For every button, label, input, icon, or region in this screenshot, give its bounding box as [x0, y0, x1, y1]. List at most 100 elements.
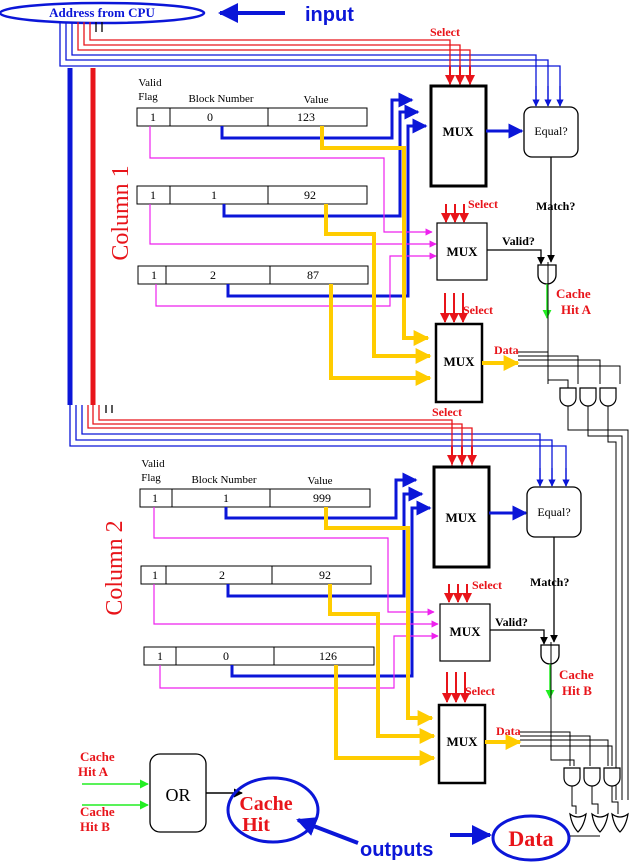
cache-hit-a-label-2: Hit A [561, 302, 592, 317]
valid-label-1: Valid? [502, 234, 535, 248]
valid-cell: 1 [150, 188, 156, 202]
column2-value-wires [324, 507, 436, 766]
and-gate-2 [540, 644, 560, 665]
outputs-label: outputs [360, 839, 433, 861]
valid-cell: 1 [150, 110, 156, 124]
column1-row-3: 1 2 87 [137, 265, 369, 285]
select-label-data-1: Select [463, 303, 493, 317]
gate-outputs-1 [567, 406, 629, 800]
cache-hit-b-label-1: Cache [559, 667, 594, 682]
select-arrows-valid-1 [441, 204, 469, 223]
outputs-arrow-left [296, 817, 359, 845]
select-arrows-top [445, 66, 475, 85]
column2-label: Column 2 [102, 520, 128, 615]
or-input-b-label-2: Hit B [80, 819, 110, 834]
valid-cell: 1 [151, 268, 157, 282]
select-label-valid-2: Select [472, 578, 502, 592]
data-bus-2 [520, 642, 613, 766]
valid-flag-header-2a: Valid [141, 458, 165, 470]
equal-label: Equal? [534, 124, 567, 138]
block-cell: 2 [219, 568, 225, 582]
value-cell: 126 [319, 649, 337, 663]
select-label-mid: Select [432, 405, 462, 419]
data-bus-1 [518, 262, 621, 388]
select-arrows-data-2 [442, 672, 470, 703]
cache-hit-output-oval [226, 776, 320, 844]
mux-label: MUX [442, 124, 474, 139]
equal-arrows-top [532, 86, 564, 107]
block-cell: 1 [223, 491, 229, 505]
block-cell: 2 [210, 268, 216, 282]
match-label-1: Match? [536, 199, 575, 213]
select-label-data-2: Select [465, 684, 495, 698]
select-label-top: Select [430, 25, 460, 39]
valid-cell: 1 [152, 568, 158, 582]
cache-hit-output-label-1: Cache [239, 793, 292, 815]
or-gates-row-3 [569, 812, 629, 833]
mux-label: MUX [445, 510, 477, 525]
column1-block-wires [220, 92, 428, 298]
mux-label: MUX [446, 244, 478, 259]
value-header-2: Value [307, 475, 332, 487]
mux-label: MUX [446, 734, 478, 749]
column1-value-wires [320, 126, 432, 386]
valid-cell: 1 [152, 491, 158, 505]
data-mux-1 [434, 322, 484, 404]
cache-hit-a-label-1: Cache [556, 286, 591, 301]
valid-wire-2 [490, 629, 548, 645]
value-cell: 87 [307, 268, 319, 282]
block-number-header-2: Block Number [191, 474, 256, 486]
value-cell: 123 [297, 110, 315, 124]
column1-label: Column 1 [108, 165, 134, 260]
value-header-1: Value [303, 94, 328, 106]
address-label: Address from CPU [49, 5, 155, 20]
block-cell: 1 [211, 188, 217, 202]
match-label-2: Match? [530, 575, 569, 589]
select-label-valid-1: Select [468, 197, 498, 211]
gate-outputs-2 [571, 786, 619, 814]
block-cell: 0 [223, 649, 229, 663]
select-arrows-valid-2 [444, 584, 472, 603]
equal-label: Equal? [537, 505, 570, 519]
column2-block-wires [224, 472, 432, 678]
data-label-1: Data [494, 343, 519, 357]
valid-cell: 1 [157, 649, 163, 663]
or-input-b-label-1: Cache [80, 804, 115, 819]
value-cell: 92 [304, 188, 316, 202]
column2-row-1: 1 1 999 [139, 488, 371, 508]
data-output-oval [491, 814, 571, 862]
column1-row-2: 1 1 92 [136, 185, 368, 205]
and-gates-row-1 [559, 387, 617, 407]
block-number-header-1: Block Number [188, 93, 253, 105]
cache-hit-output-label-2: Hit [242, 814, 270, 836]
mux-label: MUX [449, 624, 481, 639]
data-output-label: Data [508, 826, 553, 851]
address-mux-2 [432, 465, 491, 569]
valid-flag-header-1b: Flag [138, 91, 158, 103]
select-arrows-mid [447, 446, 477, 465]
column2-row-2: 1 2 92 [140, 565, 372, 585]
valid-mux-1 [436, 222, 488, 281]
mux-label: MUX [443, 354, 475, 369]
address-mux-1 [429, 84, 488, 188]
and-gate-1 [537, 264, 557, 285]
address-wires-top [59, 22, 561, 86]
value-cell: 92 [319, 568, 331, 582]
or-label: OR [165, 785, 190, 805]
input-label: input [305, 4, 354, 26]
valid-flag-header-2b: Flag [141, 472, 161, 484]
valid-mux-2 [439, 603, 491, 662]
cache-hit-b-label-2: Hit B [562, 683, 592, 698]
valid-label-2: Valid? [495, 615, 528, 629]
equal-arrows-mid [536, 468, 570, 487]
value-cell: 999 [313, 491, 331, 505]
block-cell: 0 [207, 110, 213, 124]
or-input-a-label-1: Cache [80, 749, 115, 764]
valid-wire-1 [487, 249, 545, 265]
valid-flag-header-1a: Valid [138, 77, 162, 89]
data-label-2: Data [496, 724, 521, 738]
or-input-a-label-2: Hit A [78, 764, 109, 779]
column2-row-3: 1 0 126 [143, 646, 375, 666]
column1-row-1: 1 0 123 [136, 107, 368, 127]
